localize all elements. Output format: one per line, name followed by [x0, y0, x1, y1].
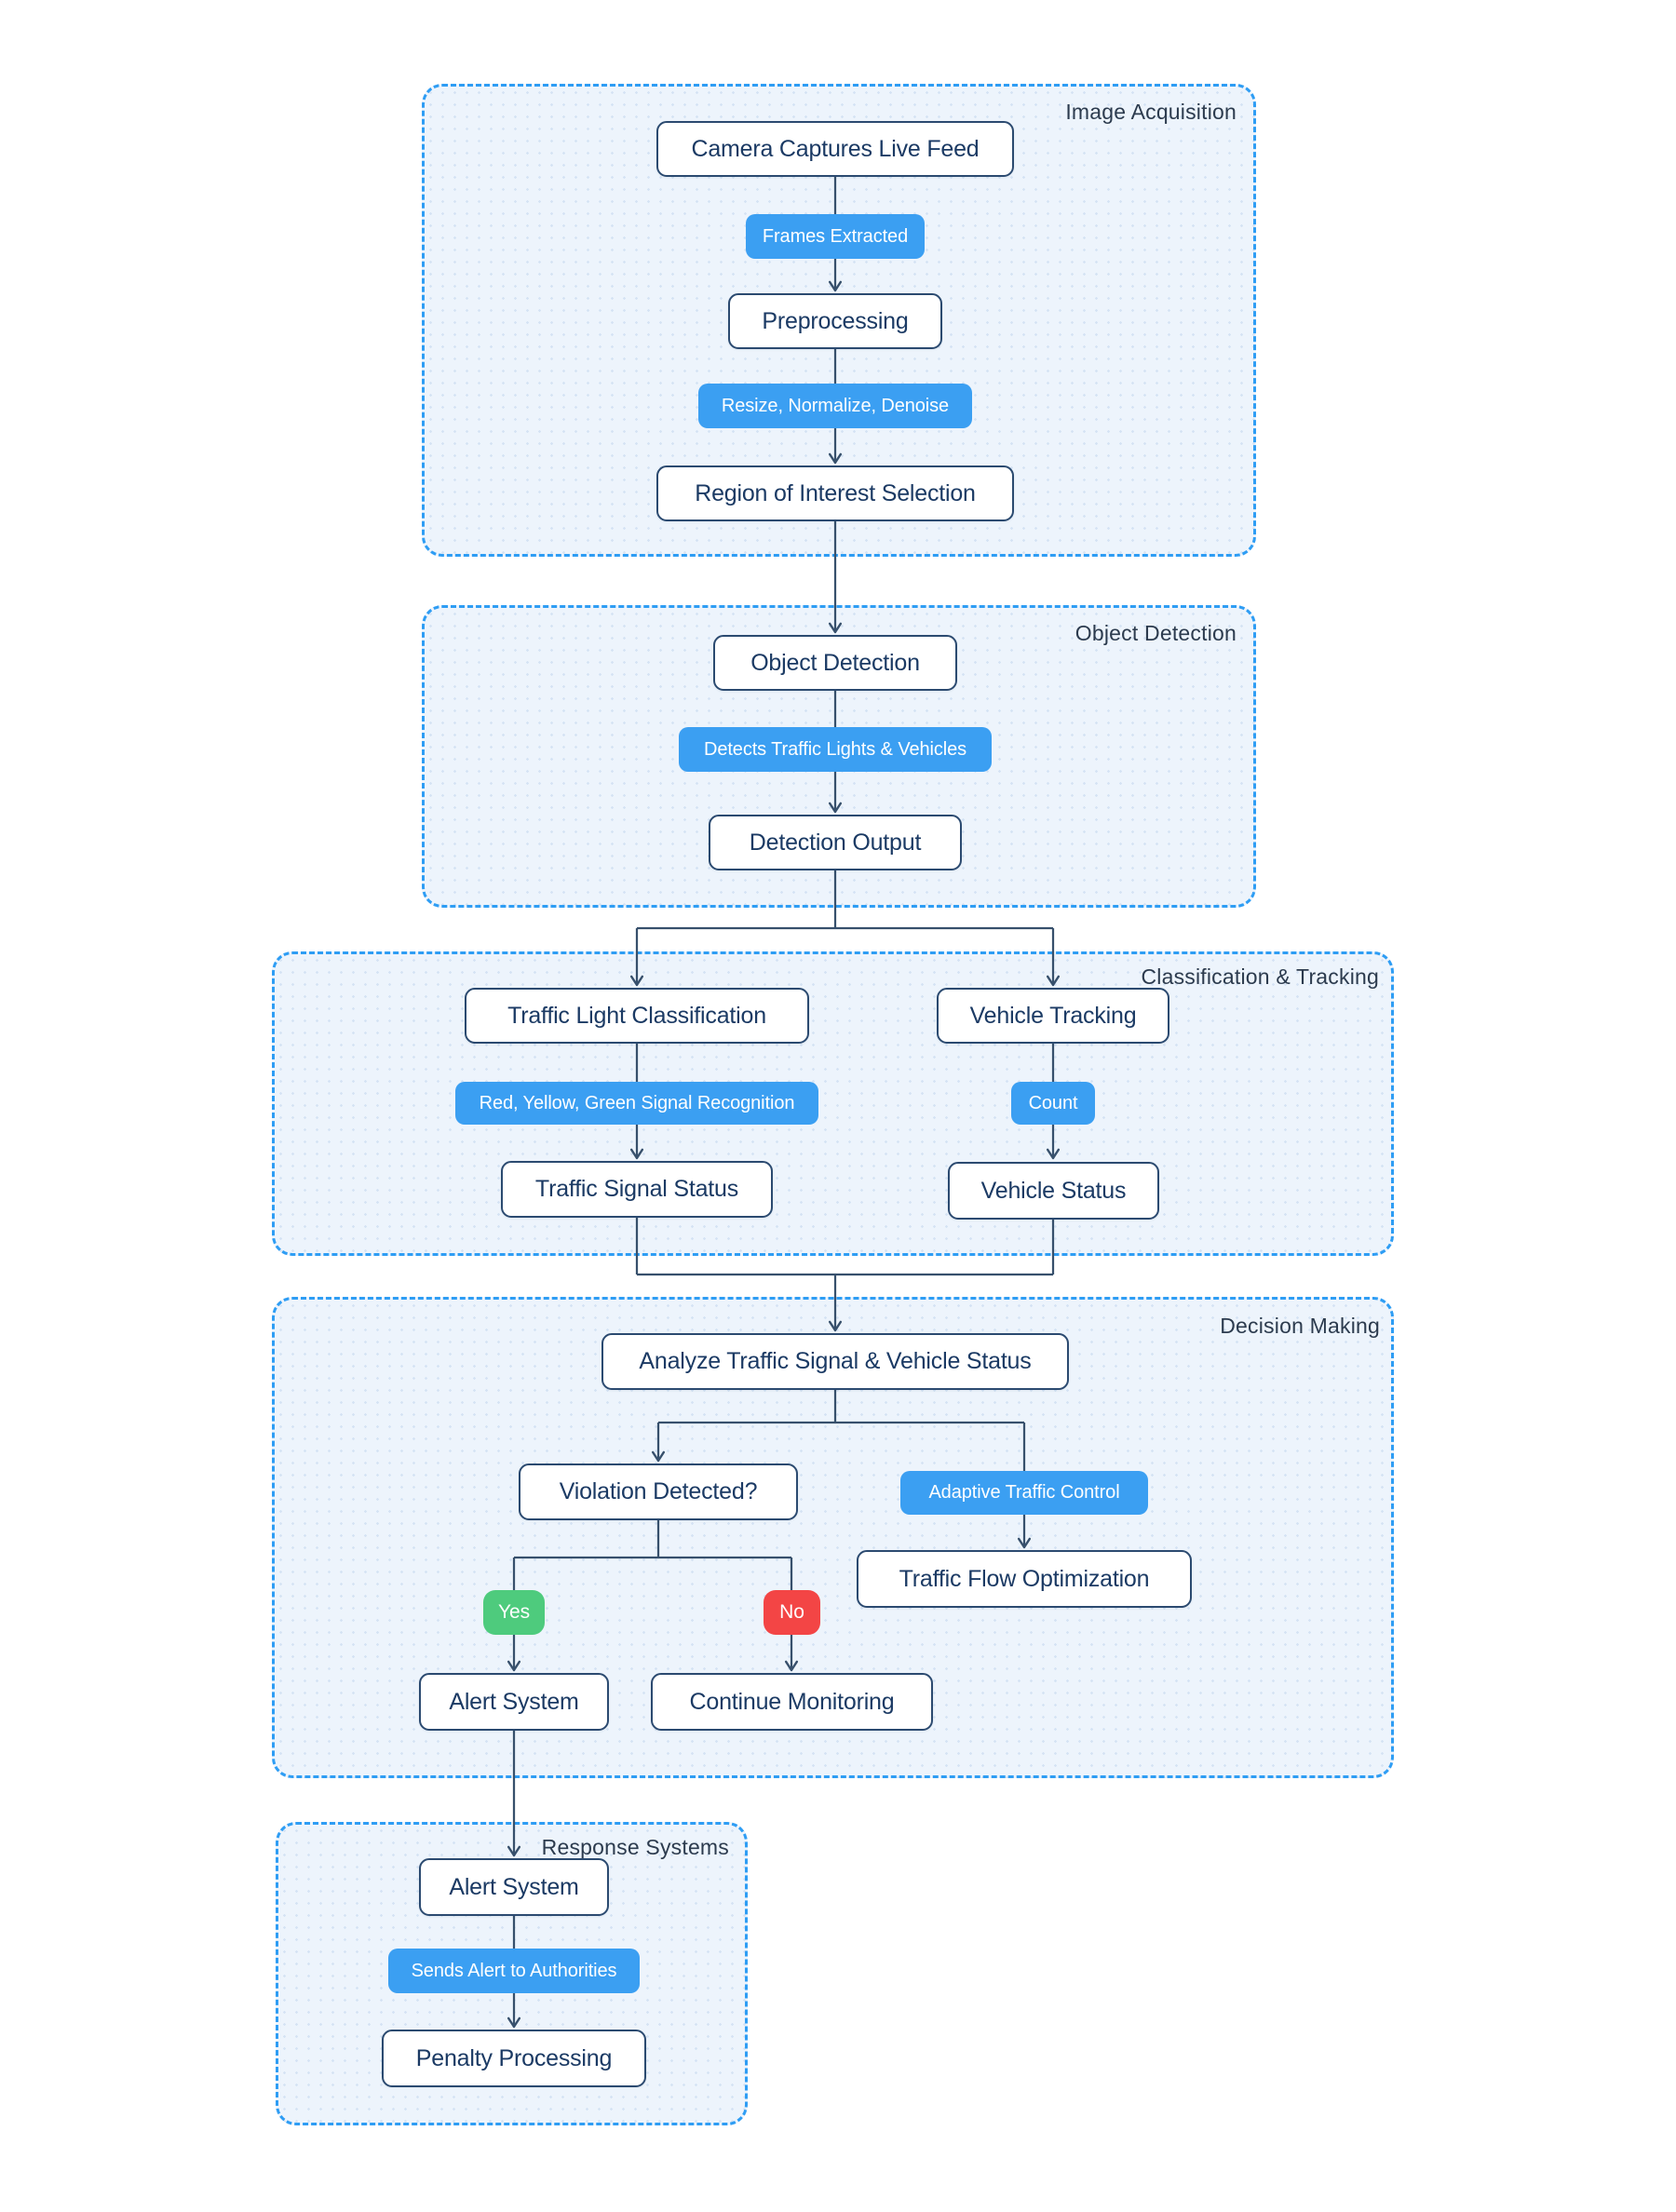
node-traffic-signal-status: Traffic Signal Status: [501, 1161, 773, 1218]
edge-label-frames-extracted: Frames Extracted: [746, 214, 925, 259]
node-camera-captures-live-feed: Camera Captures Live Feed: [656, 121, 1014, 177]
node-analyze-traffic-signal-vehicle-status: Analyze Traffic Signal & Vehicle Status: [601, 1333, 1069, 1390]
node-alert-system-decision: Alert System: [419, 1673, 609, 1731]
node-region-of-interest-selection: Region of Interest Selection: [656, 465, 1014, 521]
edge-label-count: Count: [1011, 1082, 1095, 1125]
edge-label-detects-traffic-lights-vehicles: Detects Traffic Lights & Vehicles: [679, 727, 992, 772]
edge-label-sends-alert-to-authorities: Sends Alert to Authorities: [388, 1949, 640, 1993]
node-violation-detected: Violation Detected?: [519, 1463, 798, 1520]
node-vehicle-status: Vehicle Status: [948, 1162, 1159, 1220]
edge-label-adaptive-traffic-control: Adaptive Traffic Control: [900, 1471, 1148, 1515]
node-alert-system-response: Alert System: [419, 1858, 609, 1916]
node-vehicle-tracking: Vehicle Tracking: [937, 988, 1169, 1044]
edge-label-yes: Yes: [483, 1590, 545, 1635]
section-label-classification-tracking: Classification & Tracking: [1141, 964, 1379, 989]
section-label-object-detection: Object Detection: [1075, 621, 1237, 645]
edge-label-resize-normalize-denoise: Resize, Normalize, Denoise: [698, 384, 972, 428]
node-penalty-processing: Penalty Processing: [382, 2030, 646, 2087]
node-traffic-light-classification: Traffic Light Classification: [465, 988, 809, 1044]
section-label-decision-making: Decision Making: [1220, 1314, 1380, 1338]
node-traffic-flow-optimization: Traffic Flow Optimization: [857, 1550, 1192, 1608]
node-object-detection: Object Detection: [713, 635, 957, 691]
node-continue-monitoring: Continue Monitoring: [651, 1673, 933, 1731]
edge-label-no: No: [764, 1590, 820, 1635]
section-label-response-systems: Response Systems: [541, 1835, 729, 1859]
section-label-image-acquisition: Image Acquisition: [1065, 100, 1237, 124]
node-preprocessing: Preprocessing: [728, 293, 942, 349]
node-detection-output: Detection Output: [709, 815, 962, 870]
edge-label-signal-recognition: Red, Yellow, Green Signal Recognition: [455, 1082, 818, 1125]
